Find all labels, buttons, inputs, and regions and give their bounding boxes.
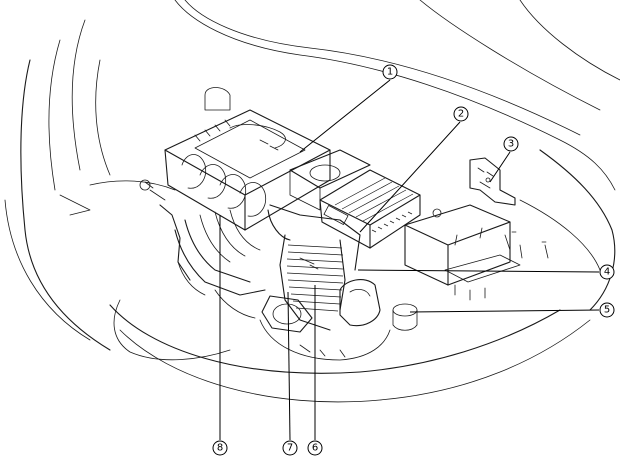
callout-4: 4 bbox=[599, 264, 615, 280]
callout-7-number: 7 bbox=[287, 443, 293, 454]
callout-5: 5 bbox=[599, 302, 615, 318]
leader-4 bbox=[357, 269, 600, 273]
bracket-part bbox=[469, 157, 516, 206]
leader-3 bbox=[489, 151, 511, 183]
battery-area bbox=[404, 204, 521, 301]
callout-1-number: 1 bbox=[387, 67, 393, 78]
air-intake-hose bbox=[261, 204, 361, 333]
leader-5 bbox=[409, 309, 600, 313]
callout-3-number: 3 bbox=[508, 139, 514, 150]
car-body-outline bbox=[4, 0, 620, 403]
callout-4-number: 4 bbox=[604, 267, 610, 278]
callout-3: 3 bbox=[503, 136, 519, 152]
callout-7: 7 bbox=[282, 440, 298, 456]
callout-5-number: 5 bbox=[604, 305, 610, 316]
callout-6: 6 bbox=[307, 440, 323, 456]
callout-1: 1 bbox=[382, 64, 398, 80]
intake-manifold bbox=[139, 179, 266, 296]
callout-2: 2 bbox=[453, 106, 469, 122]
engine-lower-block bbox=[214, 289, 391, 361]
leader-2 bbox=[359, 121, 461, 233]
callout-6-number: 6 bbox=[312, 443, 318, 454]
air-cleaner bbox=[164, 109, 331, 231]
leader-7 bbox=[287, 291, 291, 441]
pcm-unit bbox=[319, 169, 421, 249]
resonator bbox=[339, 279, 418, 331]
leader-lines bbox=[219, 79, 600, 441]
leader-1 bbox=[299, 79, 391, 153]
callout-8: 8 bbox=[212, 440, 228, 456]
callout-8-number: 8 bbox=[217, 443, 223, 454]
callout-2-number: 2 bbox=[458, 109, 464, 120]
oil-cap-housing bbox=[289, 149, 371, 211]
